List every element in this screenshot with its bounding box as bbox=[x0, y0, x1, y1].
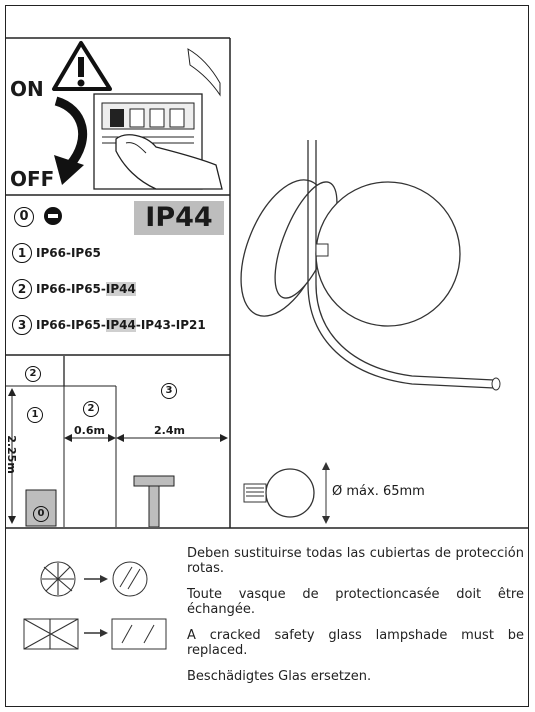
no-entry-icon bbox=[44, 207, 62, 225]
zone-1-label: 1 bbox=[27, 407, 43, 423]
bulb-max-diameter: Ø máx. 65mm bbox=[332, 484, 425, 499]
bulb-spec: Ø máx. 65mm bbox=[232, 460, 528, 527]
ip-text: IP66-IP65- bbox=[36, 318, 106, 332]
on-label: ON bbox=[10, 77, 44, 101]
zone-2-top-label: 2 bbox=[25, 366, 41, 382]
warnings-list: Deben sustituirse todas las cubiertas de… bbox=[187, 546, 524, 684]
warning-es: Deben sustituirse todas las cubiertas de… bbox=[187, 546, 524, 576]
zone-0-label: 0 bbox=[33, 506, 49, 522]
ip-rating-badge: IP44 bbox=[134, 201, 224, 235]
page-frame bbox=[5, 5, 529, 707]
warning-de: Beschädigtes Glas ersetzen. bbox=[187, 669, 372, 684]
warning-en: A cracked safety glass lampshade must be… bbox=[187, 628, 524, 658]
width-zone2-label: 0.6m bbox=[74, 424, 105, 437]
breaker-hand-icon bbox=[52, 41, 223, 190]
wall-lamp-illustration bbox=[240, 140, 501, 391]
width-zone3-label: 2.4m bbox=[154, 424, 185, 437]
ip-text: -IP43-IP21 bbox=[135, 318, 206, 332]
off-label: OFF bbox=[10, 167, 55, 191]
zone-2-label: 2 bbox=[83, 401, 99, 417]
zone-number-badge: 3 bbox=[12, 315, 32, 335]
switch-off-illustration: ON OFF bbox=[6, 39, 229, 194]
ip-text: IP66-IP65 bbox=[36, 246, 101, 260]
bulb-icon bbox=[243, 462, 330, 524]
zone-number-badge: 1 bbox=[12, 243, 32, 263]
cracked-glass-icons bbox=[23, 561, 167, 650]
zone-number-badge: 2 bbox=[12, 279, 32, 299]
warning-fr: Toute vasque de protectioncasée doit êtr… bbox=[187, 587, 524, 617]
ip-text: IP66-IP65- bbox=[36, 282, 106, 296]
zone-ip-row: 1 IP66-IP65 bbox=[12, 243, 224, 263]
zone-ip-row: 3 IP66-IP65-IP44-IP43-IP21 bbox=[12, 315, 224, 335]
ip-highlight: IP44 bbox=[105, 282, 136, 296]
class-zero-badge: 0 bbox=[14, 207, 34, 227]
zone-ip-row: 2 IP66-IP65-IP44 bbox=[12, 279, 224, 299]
height-label: 2.25m bbox=[4, 435, 18, 474]
bathroom-zones-diagram: 2 1 2 3 0 2.25m 0.6m 2.4m bbox=[4, 356, 229, 527]
zone-3-label: 3 bbox=[161, 383, 177, 399]
ip-highlight: IP44 bbox=[105, 318, 136, 332]
